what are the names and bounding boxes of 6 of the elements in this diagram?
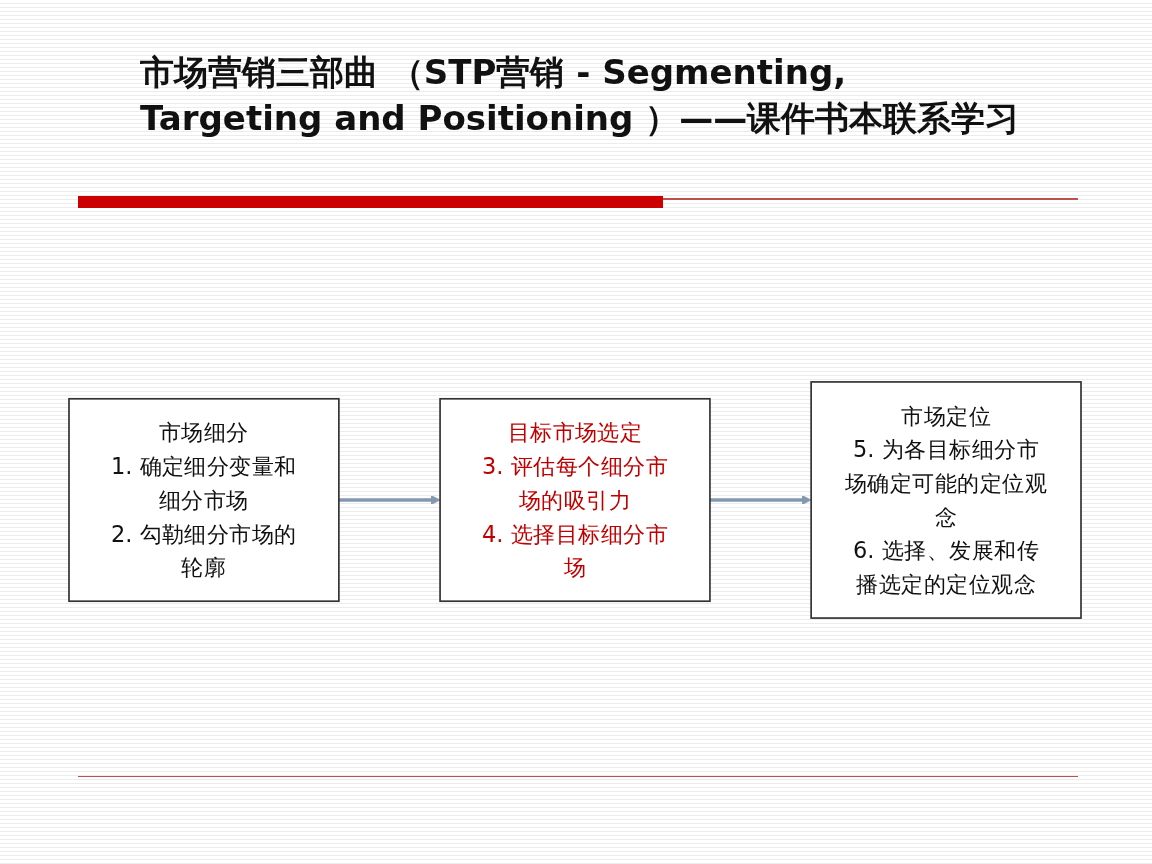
arrow — [709, 495, 812, 505]
node-box: 市场定位 5. 为各目标细分市场确定可能的定位观念 6. 选择、发展和传播选定的定位观念 — [810, 381, 1082, 619]
node-box: 市场细分 1. 确定细分变量和细分市场 2. 勾勒细分市场的轮廓 — [68, 397, 340, 603]
node-box: 目标市场选定 3. 评估每个细分市场的吸引力 4. 选择目标细分市场 — [439, 397, 711, 603]
title: 市场营销三部曲 （STP营销 - Segmenting, Targeting and Positioning ）——课件书本联系学习 — [140, 51, 1021, 140]
arrow — [338, 495, 441, 505]
